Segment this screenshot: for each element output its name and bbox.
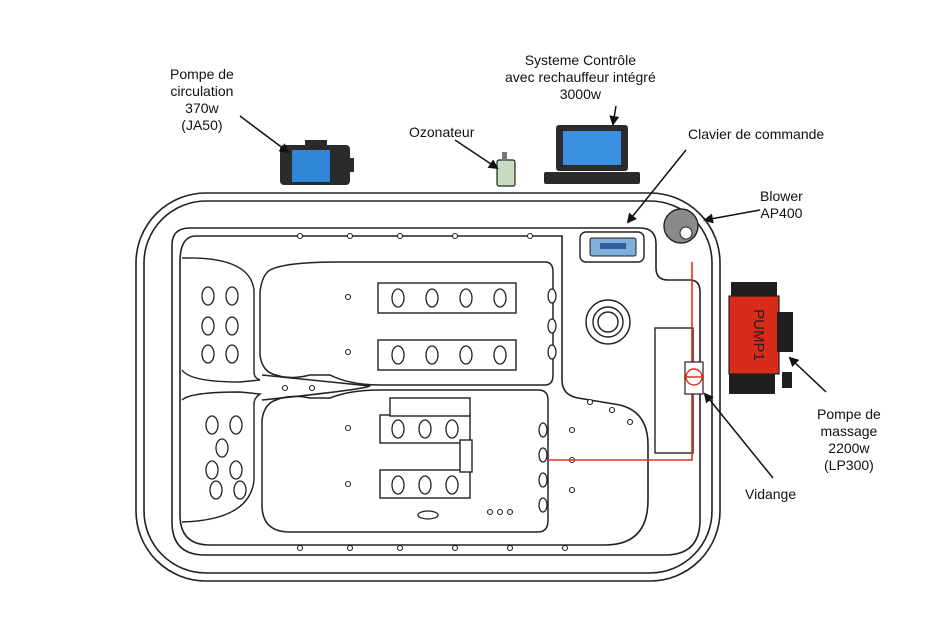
filter-circle [585, 299, 631, 345]
blower-label: Blower AP400 [760, 188, 803, 221]
left-seat-area [181, 257, 263, 523]
rim-jets [281, 232, 634, 552]
drain-valve [684, 361, 704, 395]
keypad [579, 231, 645, 263]
circulation-pump-label: Pompe de circulation 370w (JA50) [170, 66, 234, 133]
pipe [548, 262, 693, 461]
ozonator [496, 152, 516, 187]
blower [663, 208, 699, 244]
circulation-pump [280, 140, 354, 185]
keypad-label: Clavier de commande [688, 126, 825, 142]
ozonator-label: Ozonateur [409, 124, 475, 140]
spa-shell [135, 192, 721, 582]
control-system [544, 125, 640, 184]
pump-label: PUMP1 [750, 309, 767, 361]
jets [201, 286, 557, 520]
callout-arrows [239, 105, 827, 479]
drain-label: Vidange [745, 486, 797, 502]
control-system-label: Systeme Contrôle avec rechauffeur intégr… [505, 52, 656, 102]
massage-pump-label: Pompe de massage 2200w (LP300) [817, 406, 881, 473]
massage-pump: PUMP1 [728, 282, 793, 394]
